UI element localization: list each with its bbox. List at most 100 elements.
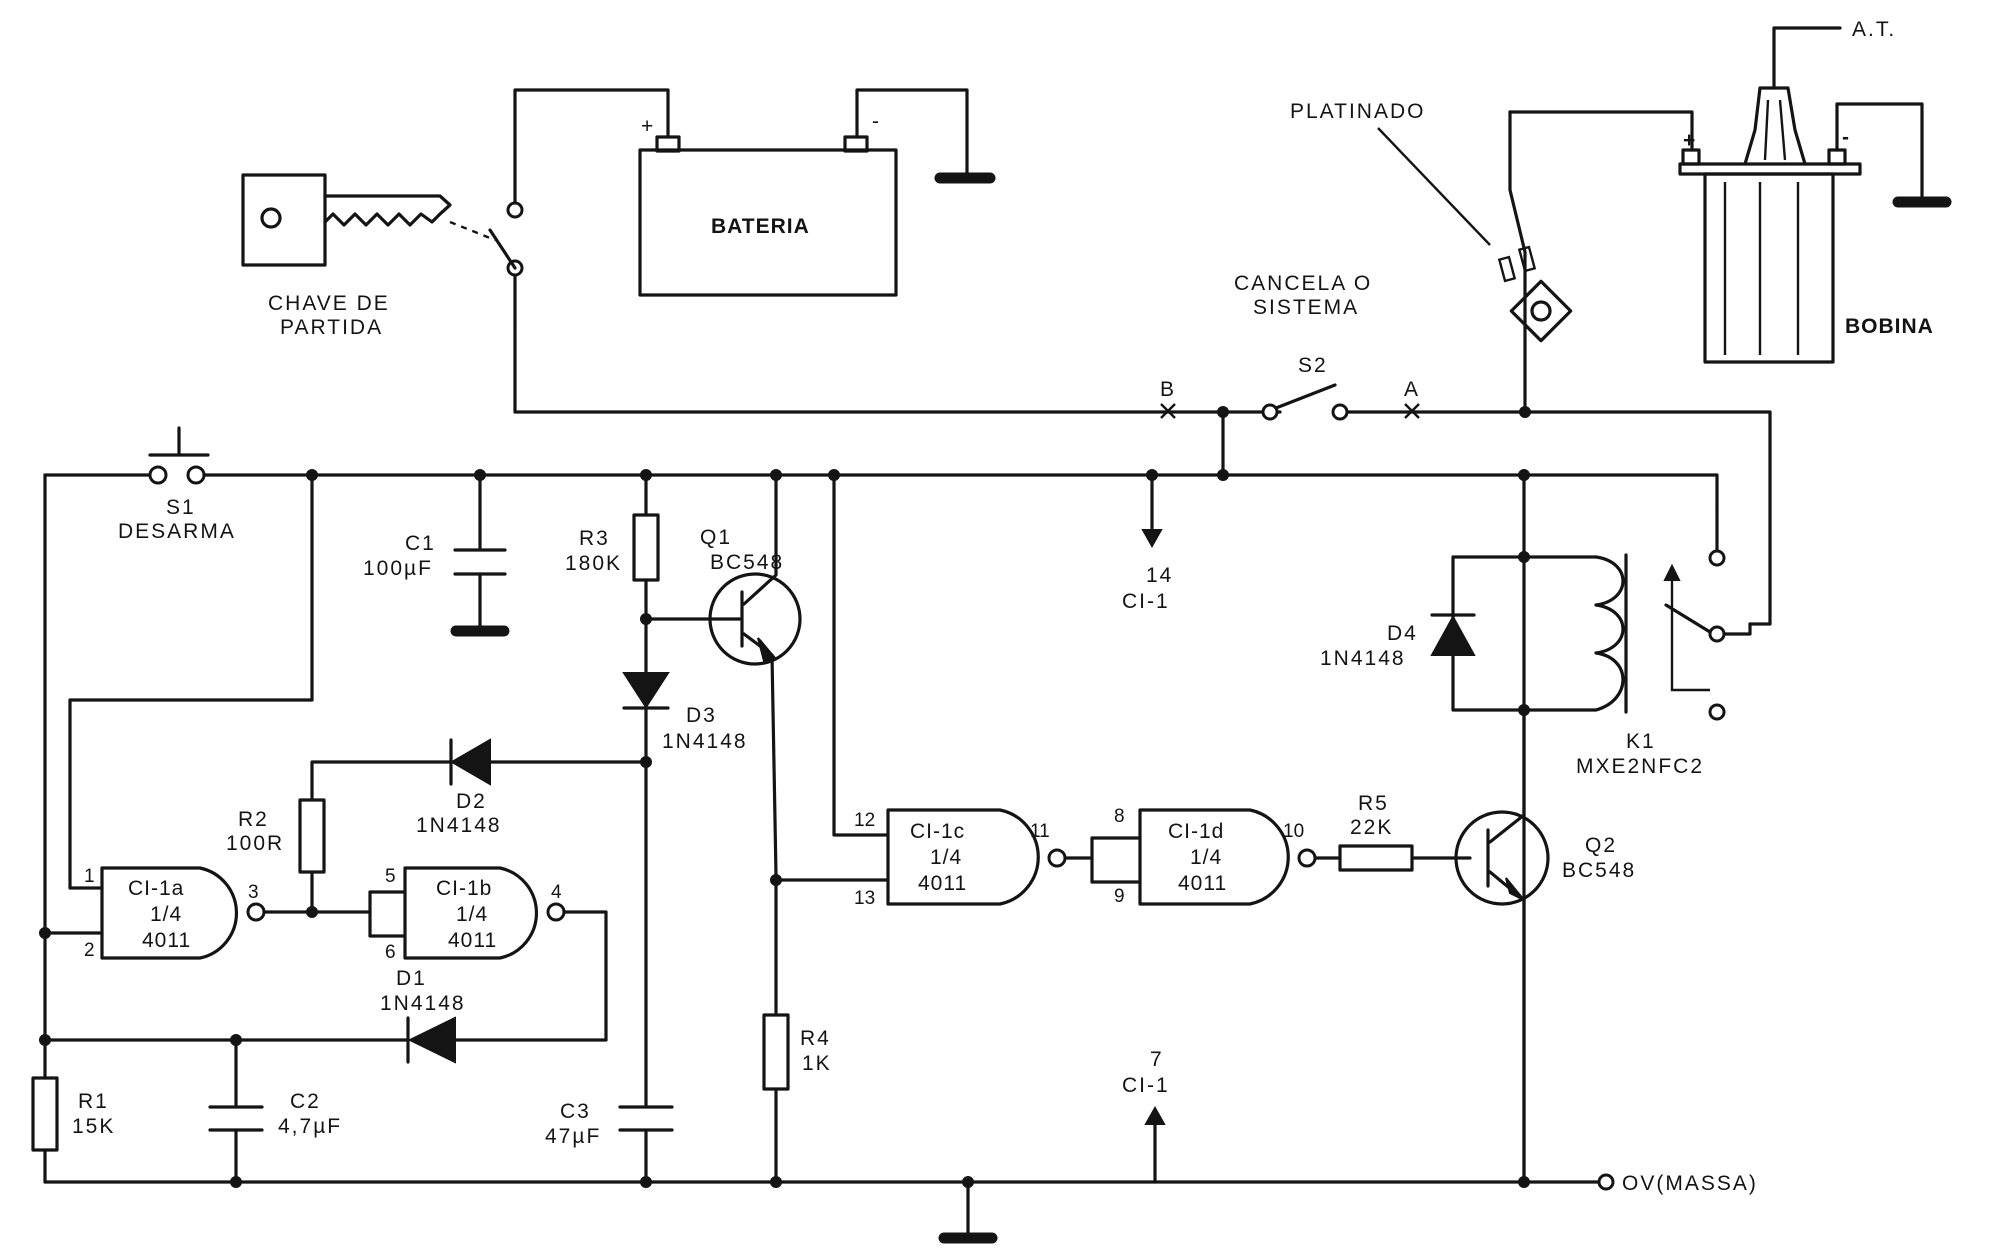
resistor-r2 xyxy=(298,798,326,912)
main-supply-line xyxy=(513,323,1772,626)
gate-a-frac: 1/4 xyxy=(150,903,182,926)
junction-g3 xyxy=(770,1176,782,1188)
ignition-key-label-2: PARTIDA xyxy=(280,316,383,339)
k1-label: K1 xyxy=(1626,730,1656,753)
battery-minus-label: - xyxy=(872,110,881,133)
r3-value: 180K xyxy=(565,552,622,575)
gate-d-pin8: 8 xyxy=(1114,806,1125,827)
r4-value: 1K xyxy=(802,1052,832,1075)
gate-a-part: 4011 xyxy=(142,929,191,952)
c2-value: 4,7µF xyxy=(278,1115,342,1138)
node-a-label: A xyxy=(1404,378,1420,401)
pin14-arrow xyxy=(1141,473,1163,549)
ignition-key xyxy=(241,173,496,267)
contact-points xyxy=(1377,110,1573,410)
diode-d3 xyxy=(622,672,670,1107)
resistor-r5 xyxy=(1338,844,1472,872)
diode-d4 xyxy=(1430,555,1526,712)
r1-label: R1 xyxy=(78,1090,109,1113)
junction-7 xyxy=(1217,469,1229,481)
pin14-label: 14 xyxy=(1146,564,1173,587)
gate-b-part: 4011 xyxy=(448,929,497,952)
s1-label: S1 xyxy=(166,496,196,519)
pin14-ci-label: CI-1 xyxy=(1122,590,1170,613)
d2-value: 1N4148 xyxy=(416,814,502,837)
junction-g4 xyxy=(962,1176,974,1188)
battery xyxy=(638,88,969,297)
capacitor-c2 xyxy=(208,1038,264,1184)
d4-value: 1N4148 xyxy=(1320,647,1406,670)
junction-r2 xyxy=(306,906,318,918)
relay-k1 xyxy=(1522,508,1752,721)
r1-value: 15K xyxy=(72,1115,115,1138)
c3-label: C3 xyxy=(560,1100,591,1123)
ground-rail xyxy=(43,1173,1615,1237)
d4-label: D4 xyxy=(1387,622,1418,645)
gate-c-name: CI-1c xyxy=(910,820,965,843)
gate-a-pin3: 3 xyxy=(248,882,259,903)
c1-value: 100µF xyxy=(363,557,433,580)
coil-label-text: BOBINA xyxy=(1845,315,1934,338)
pin7-arrow xyxy=(1144,1105,1166,1184)
gate-c-pin13: 13 xyxy=(854,888,875,909)
coil-minus-label: - xyxy=(1842,126,1850,149)
gate-d-name: CI-1d xyxy=(1168,820,1224,843)
resistor-r1 xyxy=(31,1076,59,1184)
resistor-r4 xyxy=(762,878,790,1184)
r5-label: R5 xyxy=(1358,792,1389,815)
diode-d2 xyxy=(310,738,648,802)
capacitor-c3 xyxy=(618,1105,674,1184)
junction-points xyxy=(1519,406,1531,418)
c2-label: C2 xyxy=(290,1090,321,1113)
gate-b-pin4: 4 xyxy=(551,882,562,903)
cancel-label-2: SISTEMA xyxy=(1253,296,1359,319)
gate-d-frac: 1/4 xyxy=(1190,846,1222,869)
pin7-ci-label: CI-1 xyxy=(1122,1074,1170,1097)
r4-label: R4 xyxy=(800,1027,831,1050)
ground-label: OV(MASSA) xyxy=(1622,1172,1758,1195)
junction-d1 xyxy=(39,1034,51,1046)
q2-value: BC548 xyxy=(1562,859,1636,882)
gate-a-pin1: 1 xyxy=(84,866,95,887)
pin7-label: 7 xyxy=(1150,1048,1164,1071)
gate-c-frac: 1/4 xyxy=(930,846,962,869)
junction-gate-a xyxy=(39,927,51,939)
q2-label: Q2 xyxy=(1585,834,1617,857)
gate-a-name: CI-1a xyxy=(128,877,184,900)
d2-label: D2 xyxy=(456,790,487,813)
gate-b-name: CI-1b xyxy=(436,877,492,900)
gate-c-pin12: 12 xyxy=(854,810,875,831)
junction-8 xyxy=(1518,469,1530,481)
junction-g2 xyxy=(640,1176,652,1188)
q1-label: Q1 xyxy=(700,526,732,549)
d1-label: D1 xyxy=(396,967,427,990)
gate-c-part: 4011 xyxy=(918,872,967,895)
gate-d-pin10: 10 xyxy=(1283,821,1304,842)
c1-label: C1 xyxy=(405,532,436,555)
node-b-label: B xyxy=(1160,378,1176,401)
battery-plus-label: + xyxy=(641,115,655,138)
r2-value: 100R xyxy=(226,832,284,855)
points-label: PLATINADO xyxy=(1290,100,1425,123)
capacitor-c1 xyxy=(453,473,507,630)
diode-d1 xyxy=(43,1016,456,1064)
gate-c-pin11: 11 xyxy=(1030,821,1050,842)
r5-value: 22K xyxy=(1350,816,1393,839)
d3-label: D3 xyxy=(686,704,717,727)
gate-ci1b xyxy=(368,866,608,1042)
ignition-key-label-1: CHAVE DE xyxy=(268,292,390,315)
s1-desarma-label: DESARMA xyxy=(118,520,236,543)
s2-label: S2 xyxy=(1298,354,1328,377)
positive-rail xyxy=(43,426,1719,1184)
gate-ci1d xyxy=(1090,808,1342,906)
ignition-coil xyxy=(1508,26,1924,364)
gate-d-pin9: 9 xyxy=(1114,886,1125,907)
coil-plus-label: + xyxy=(1683,129,1696,152)
transistor-q1 xyxy=(644,473,802,877)
junction-s2 xyxy=(1217,406,1229,418)
gate-b-pin5: 5 xyxy=(385,866,396,887)
battery-label: BATERIA xyxy=(711,215,810,238)
transistor-q2 xyxy=(1454,708,1550,906)
resistor-r3 xyxy=(632,473,660,675)
